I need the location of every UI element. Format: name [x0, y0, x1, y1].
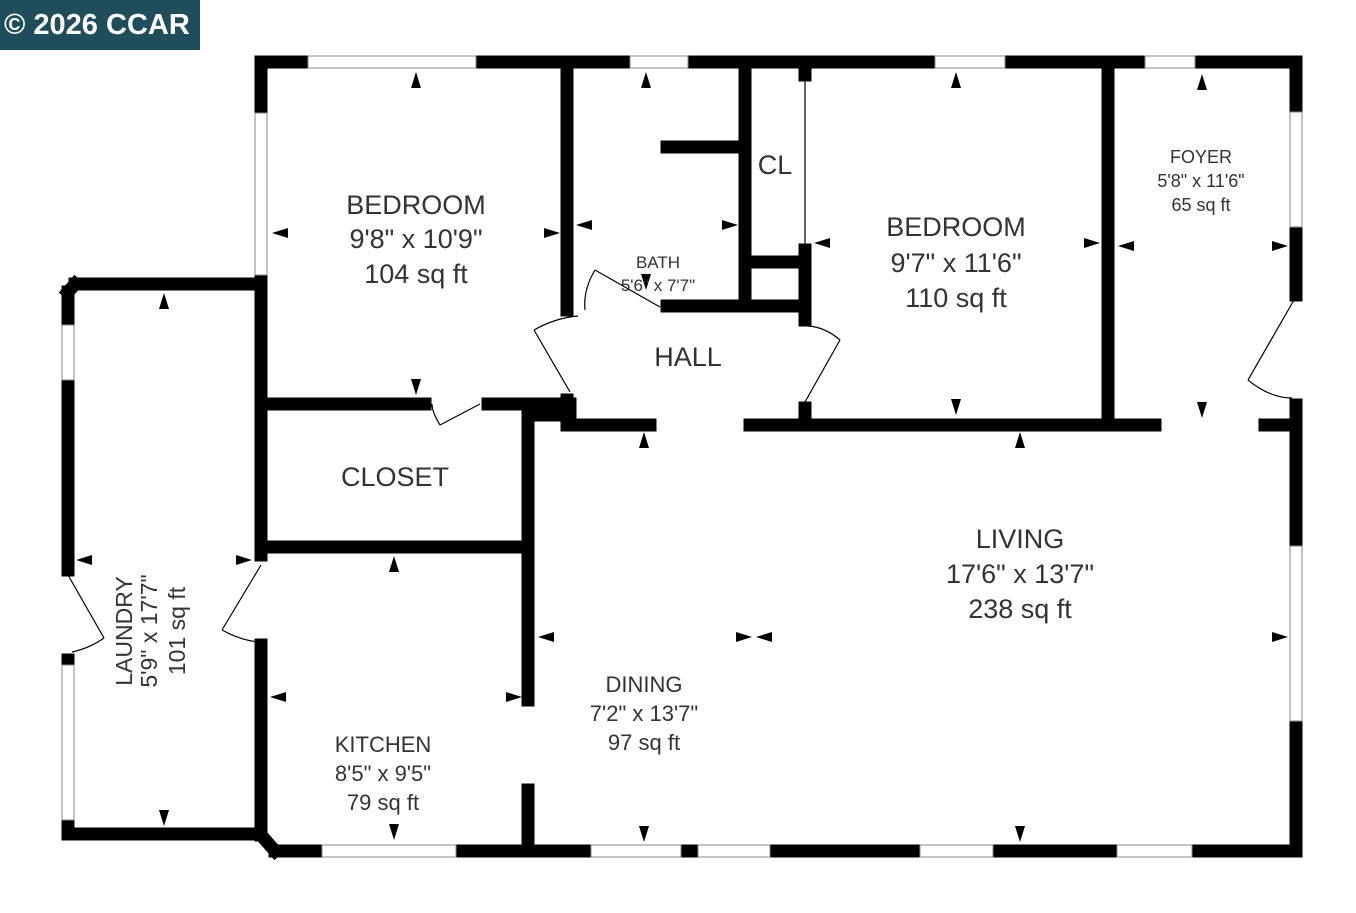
room-dims: 9'8" x 10'9"	[349, 224, 482, 254]
room-living: LIVING 17'6" x 13'7" 238 sq ft	[946, 524, 1094, 624]
room-area: 110 sq ft	[905, 283, 1007, 313]
room-name: LIVING	[976, 524, 1065, 554]
copyright-watermark: © 2026 CCAR	[0, 0, 200, 50]
room-dims: 5'6" x 7'7"	[621, 276, 695, 295]
room-foyer: FOYER 5'8" x 11'6" 65 sq ft	[1157, 147, 1244, 215]
room-name: KITCHEN	[335, 732, 432, 757]
doors	[67, 78, 1295, 653]
room-dims: 5'9" x 17'7"	[136, 574, 162, 687]
room-closet: CLOSET	[341, 462, 449, 492]
room-name: BEDROOM	[886, 212, 1026, 242]
room-area: 65 sq ft	[1171, 195, 1230, 215]
room-name: BATH	[636, 253, 680, 272]
room-name: FOYER	[1170, 147, 1232, 167]
room-area: 97 sq ft	[608, 730, 680, 755]
room-dims: 8'5" x 9'5"	[335, 761, 431, 786]
room-name: LAUNDRY	[111, 576, 137, 686]
room-kitchen: KITCHEN 8'5" x 9'5" 79 sq ft	[335, 732, 432, 815]
walls	[58, 55, 1303, 861]
room-name: BEDROOM	[346, 190, 486, 220]
room-dims: 9'7" x 11'6"	[890, 248, 1021, 278]
room-bedroom-1: BEDROOM 9'8" x 10'9" 104 sq ft	[346, 190, 486, 289]
room-cl: CL	[758, 150, 793, 180]
room-bath: BATH 5'6" x 7'7"	[621, 253, 695, 295]
room-area: 79 sq ft	[347, 790, 419, 815]
room-name: DINING	[606, 672, 683, 697]
room-labels: BEDROOM 9'8" x 10'9" 104 sq ft BATH 5'6"…	[111, 147, 1245, 815]
room-dims: 7'2" x 13'7"	[590, 701, 698, 726]
room-area: 101 sq ft	[164, 586, 190, 675]
windows	[61, 55, 1303, 858]
room-dims: 5'8" x 11'6"	[1157, 171, 1244, 191]
room-area: 238 sq ft	[968, 594, 1072, 624]
room-hall: HALL	[654, 342, 722, 372]
room-bedroom-2: BEDROOM 9'7" x 11'6" 110 sq ft	[886, 212, 1026, 313]
dimension-arrows	[76, 72, 1288, 842]
room-dims: 17'6" x 13'7"	[946, 559, 1094, 589]
room-laundry: LAUNDRY 5'9" x 17'7" 101 sq ft	[111, 574, 190, 687]
room-area: 104 sq ft	[364, 259, 468, 289]
room-dining: DINING 7'2" x 13'7" 97 sq ft	[590, 672, 698, 755]
